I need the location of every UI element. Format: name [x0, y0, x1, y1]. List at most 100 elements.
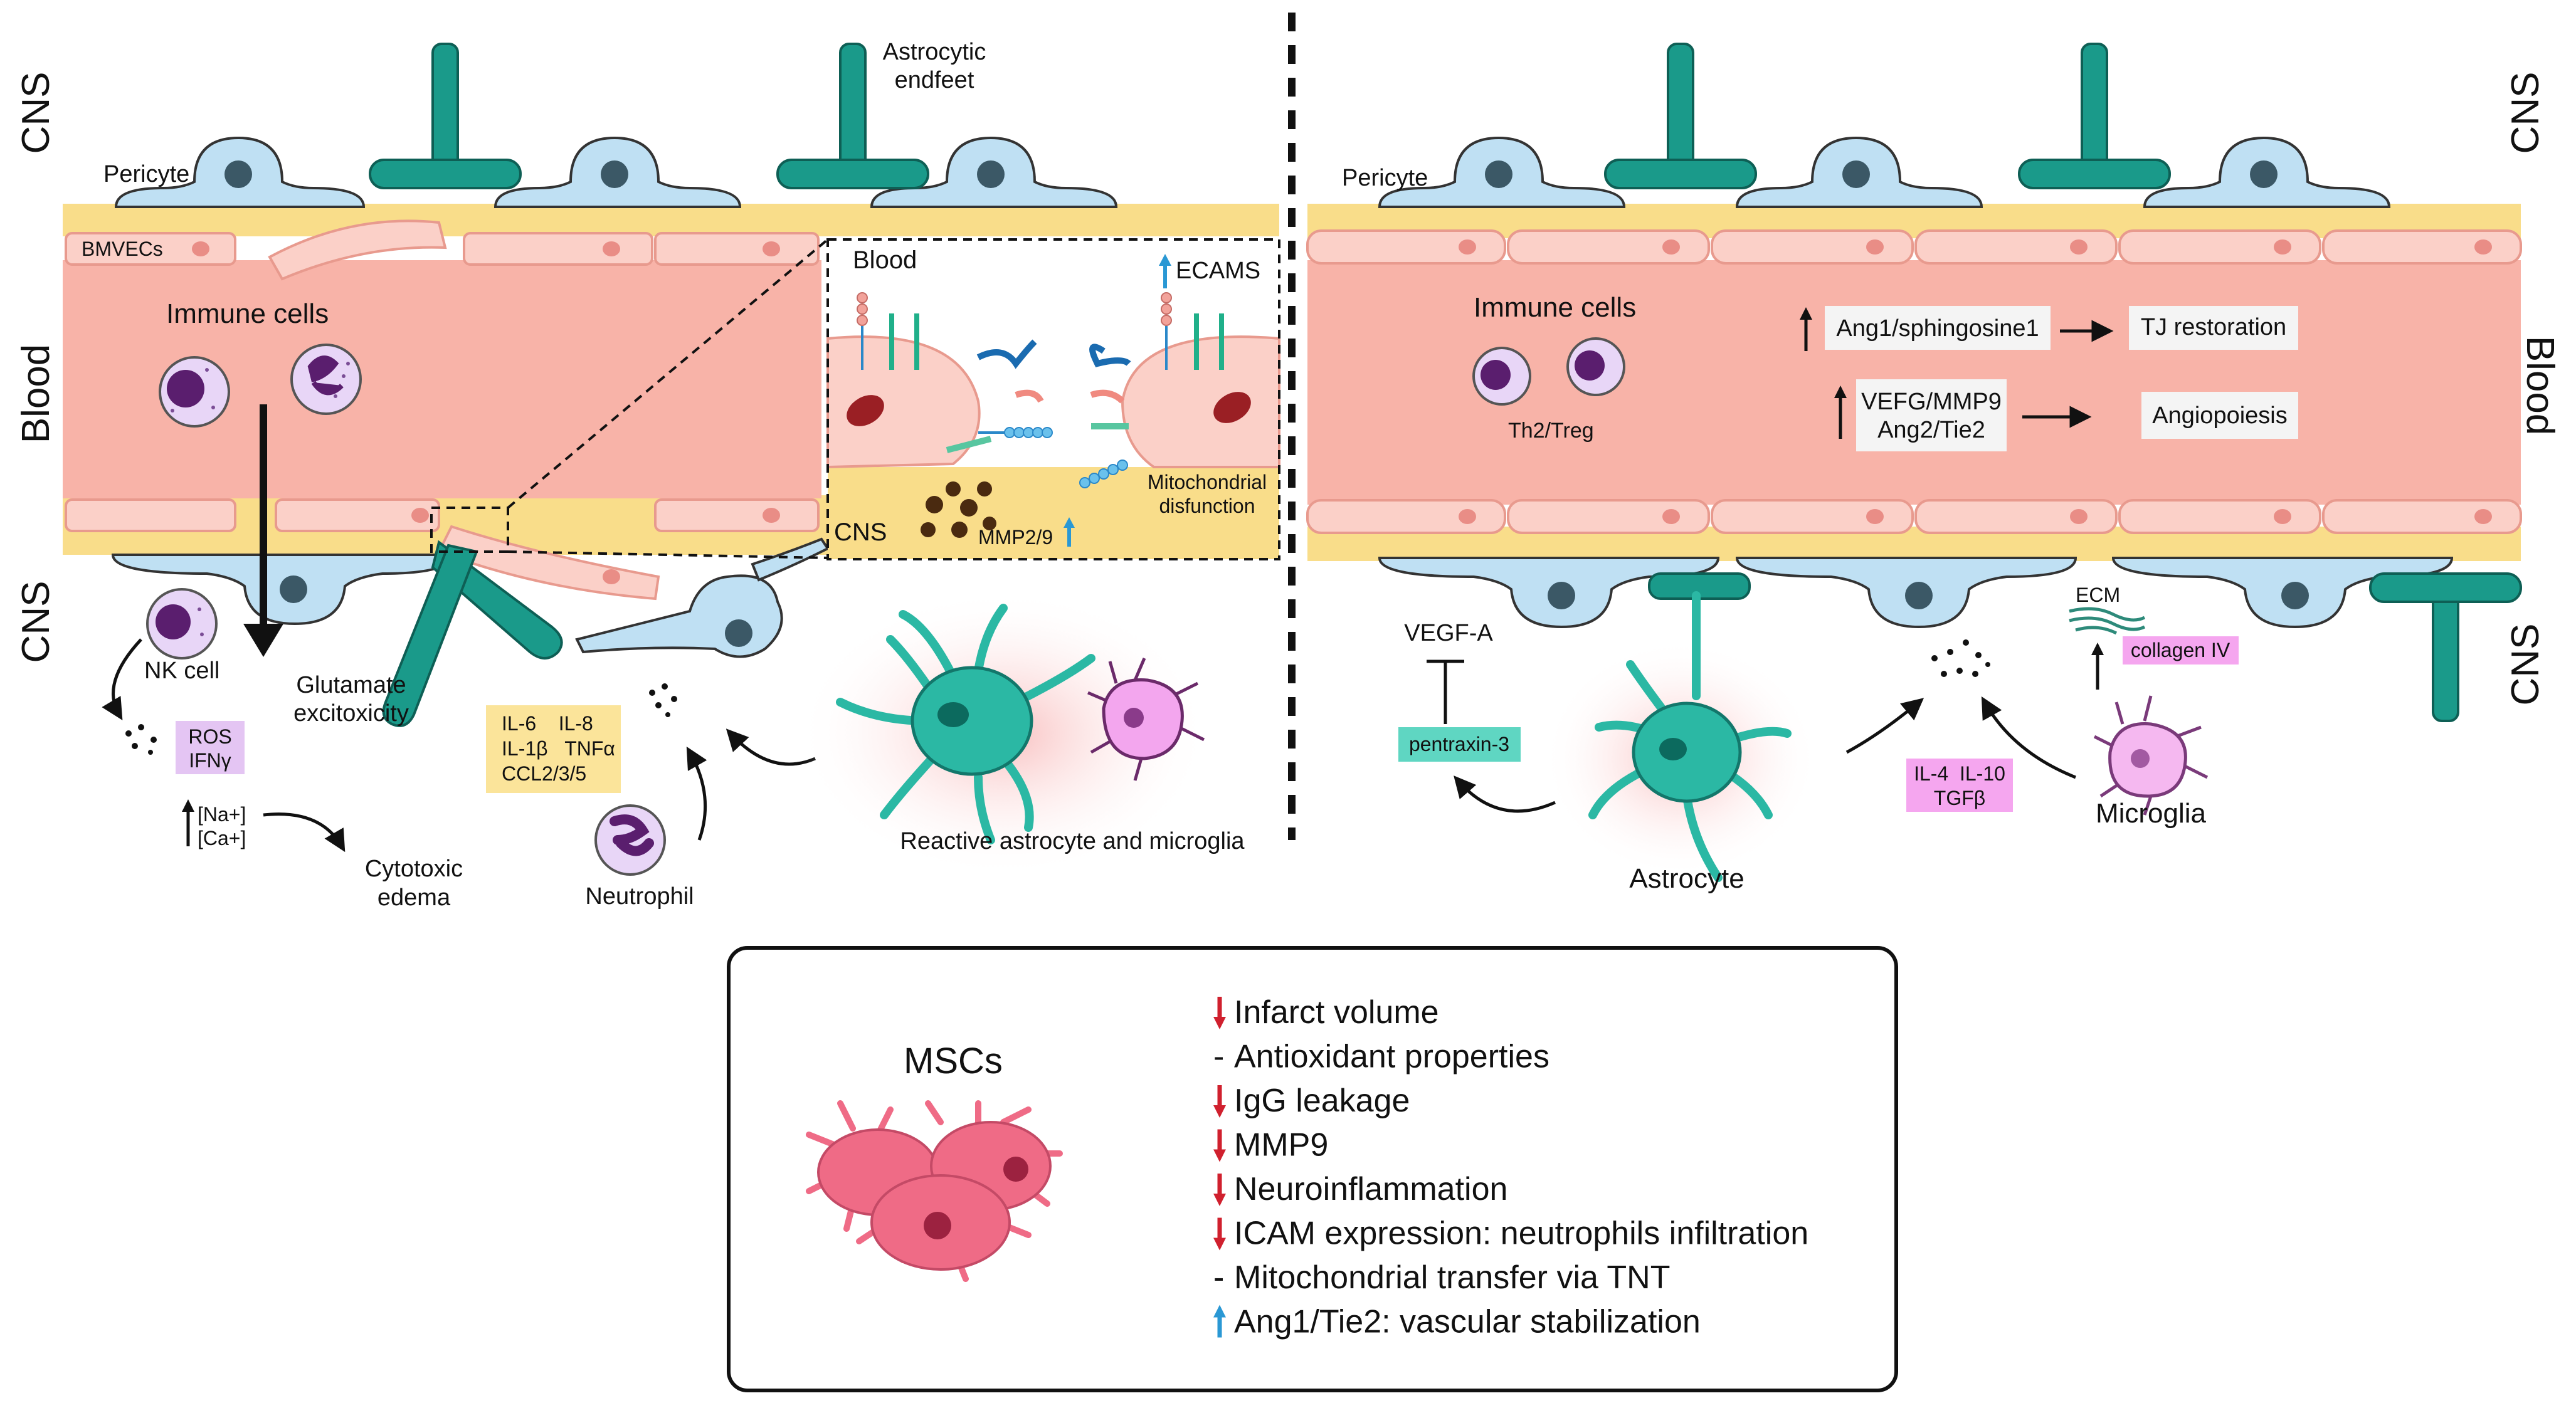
- left-granulocyte: [290, 344, 362, 415]
- tj-restoration-label: TJ restoration: [2141, 314, 2286, 340]
- left-blood-label: Blood: [14, 344, 58, 444]
- left-astrocytic-endfeet: [369, 43, 929, 727]
- microglia-label: Microglia: [2096, 798, 2207, 829]
- msc-summary-box: MSCs Infarct volume-Antioxidant properti…: [727, 946, 1898, 1392]
- na-label: [Na+]: [198, 803, 246, 826]
- msc-effect-text: Mitochondrial transfer via TNT: [1234, 1259, 1671, 1296]
- cytokines-line-2: IL-1β TNFα: [502, 737, 615, 760]
- left-pericyte-nuclei: [224, 160, 1005, 188]
- callout-line-top: [507, 238, 829, 509]
- left-panel: CNS Blood CNS: [14, 39, 1280, 911]
- left-endothelium-bottom: [65, 498, 820, 601]
- neutrophil-arrow: [686, 746, 707, 841]
- neutrophil: [594, 804, 666, 876]
- astrocytic-endfeet-label-1: Astrocytic: [883, 39, 986, 65]
- ros-box: [176, 721, 245, 774]
- ros-label: ROS: [188, 725, 231, 748]
- ifn-label: IFNγ: [189, 749, 231, 772]
- right-lymphocyte-2: [1566, 337, 1625, 396]
- blue-up-arrow-icon: [1213, 1305, 1226, 1338]
- inset-ecams-label: ECAMS: [1176, 258, 1260, 284]
- ecm-fibers: [2069, 607, 2146, 635]
- cytokine-particles: [649, 683, 677, 717]
- nk-cell: [146, 588, 218, 659]
- nk-to-ros-arrow: [102, 638, 142, 721]
- right-basement-bottom: [1307, 527, 2521, 561]
- left-pericyte-label: Pericyte: [103, 161, 189, 187]
- vegf-label-2: Ang2/Tie2: [1877, 417, 1985, 443]
- msc-effect-text: ICAM expression: neutrophils infiltratio…: [1234, 1216, 1808, 1252]
- right-endothelium-bottom: [1306, 499, 2522, 534]
- inset-blood-label: Blood: [853, 246, 917, 274]
- right-endothelial-nuclei: [1459, 239, 2492, 524]
- pentraxin-label: pentraxin-3: [1409, 733, 1509, 755]
- msc-effects-list: Infarct volume-Antioxidant propertiesIgG…: [1213, 994, 1808, 1340]
- msc-effect-text: Neuroinflammation: [1234, 1171, 1507, 1207]
- astrocytic-endfeet-label-2: endfeet: [895, 67, 974, 93]
- inset-callout-source: [430, 507, 509, 553]
- inset-cns-label: CNS: [834, 518, 887, 546]
- red-down-arrow-icon: [1213, 997, 1226, 1029]
- collagen-label: collagen IV: [2131, 639, 2230, 661]
- left-pericyte-nuclei-bottom: [280, 575, 752, 647]
- right-pericyte-label: Pericyte: [1342, 165, 1428, 191]
- glutamate-label-1: Glutamate: [296, 672, 406, 698]
- msc-effect-item: IgG leakage: [1213, 1083, 1410, 1119]
- cytotoxic-label-2: edema: [377, 885, 451, 911]
- bmvecs-label: BMVECs: [82, 238, 163, 260]
- vegf-label-1: VEFG/MMP9: [1861, 389, 2002, 415]
- microglia-to-il-arrow: [1981, 696, 2076, 779]
- right-basement-top: [1307, 204, 2521, 238]
- left-basement-top: [63, 204, 1279, 236]
- right-pericyte-nuclei-bottom: [1548, 582, 2309, 609]
- dash-marker: -: [1213, 1259, 1224, 1296]
- msc-title: MSCs: [904, 1041, 1003, 1081]
- il-arrow: [1845, 698, 1924, 754]
- inset-mito-label-1: Mitochondrial: [1148, 471, 1267, 493]
- msc-effect-item: -Mitochondrial transfer via TNT: [1213, 1259, 1671, 1296]
- cytotoxic-label-1: Cytotoxic: [365, 856, 463, 882]
- nk-cell-label: NK cell: [144, 658, 219, 684]
- il-line-2: TGFβ: [1934, 787, 1985, 809]
- left-immune-cells-label: Immune cells: [166, 298, 329, 329]
- left-endothelial-nuclei: [192, 241, 780, 584]
- msc-effect-item: MMP9: [1213, 1127, 1328, 1164]
- glutamate-label-2: excitoxicity: [293, 700, 409, 727]
- right-lymphocyte-1: [1472, 347, 1531, 406]
- ca-label: [Ca+]: [198, 827, 246, 849]
- red-down-arrow-icon: [1213, 1085, 1226, 1118]
- cytokines-line-3: CCL2/3/5: [502, 762, 586, 785]
- reactive-label: Reactive astrocyte and microglia: [900, 828, 1245, 854]
- right-microglia: [2093, 695, 2209, 816]
- msc-effect-text: MMP9: [1234, 1127, 1328, 1164]
- red-down-arrow-icon: [1213, 1174, 1226, 1206]
- msc-effect-item: Ang1/Tie2: vascular stabilization: [1213, 1304, 1701, 1340]
- msc-effect-text: IgG leakage: [1234, 1083, 1410, 1119]
- inset-panel: [826, 238, 1280, 560]
- inset-mito-label-2: disfunction: [1159, 495, 1255, 517]
- ecams-up-arrow: [1159, 254, 1171, 288]
- right-blood-label: Blood: [2518, 336, 2562, 436]
- ang1-label: Ang1/sphingosine1: [1836, 315, 2039, 342]
- astrocyte-to-pentraxin-arrow: [1454, 775, 1556, 813]
- right-cns-top-label: CNS: [2504, 72, 2547, 154]
- cytokines-box: [486, 705, 621, 793]
- neutrophil-label: Neutrophil: [585, 883, 694, 910]
- mmp-up-arrow: [1064, 517, 1075, 547]
- callout-line-bottom: [507, 550, 828, 559]
- vegf-a-label: VEGF-A: [1404, 620, 1493, 646]
- astrocyte-label: Astrocyte: [1629, 863, 1744, 894]
- th2-treg-label: Th2/Treg: [1508, 419, 1594, 443]
- red-down-arrow-icon: [1213, 1217, 1226, 1251]
- msc-effect-item: ICAM expression: neutrophils infiltratio…: [1213, 1216, 1808, 1252]
- ang1-row: [1800, 306, 2298, 351]
- msc-cells-illustration: [806, 1100, 1063, 1282]
- angiopoiesis-label: Angiopoiesis: [2152, 402, 2287, 429]
- transmigration-arrow-head: [243, 624, 283, 657]
- dash-marker: -: [1213, 1039, 1224, 1075]
- right-panel: CNS Blood CNS: [1306, 43, 2562, 894]
- msc-effect-item: Infarct volume: [1213, 994, 1439, 1031]
- msc-effect-item: Neuroinflammation: [1213, 1171, 1507, 1207]
- right-cns-bottom-label: CNS: [2504, 624, 2547, 706]
